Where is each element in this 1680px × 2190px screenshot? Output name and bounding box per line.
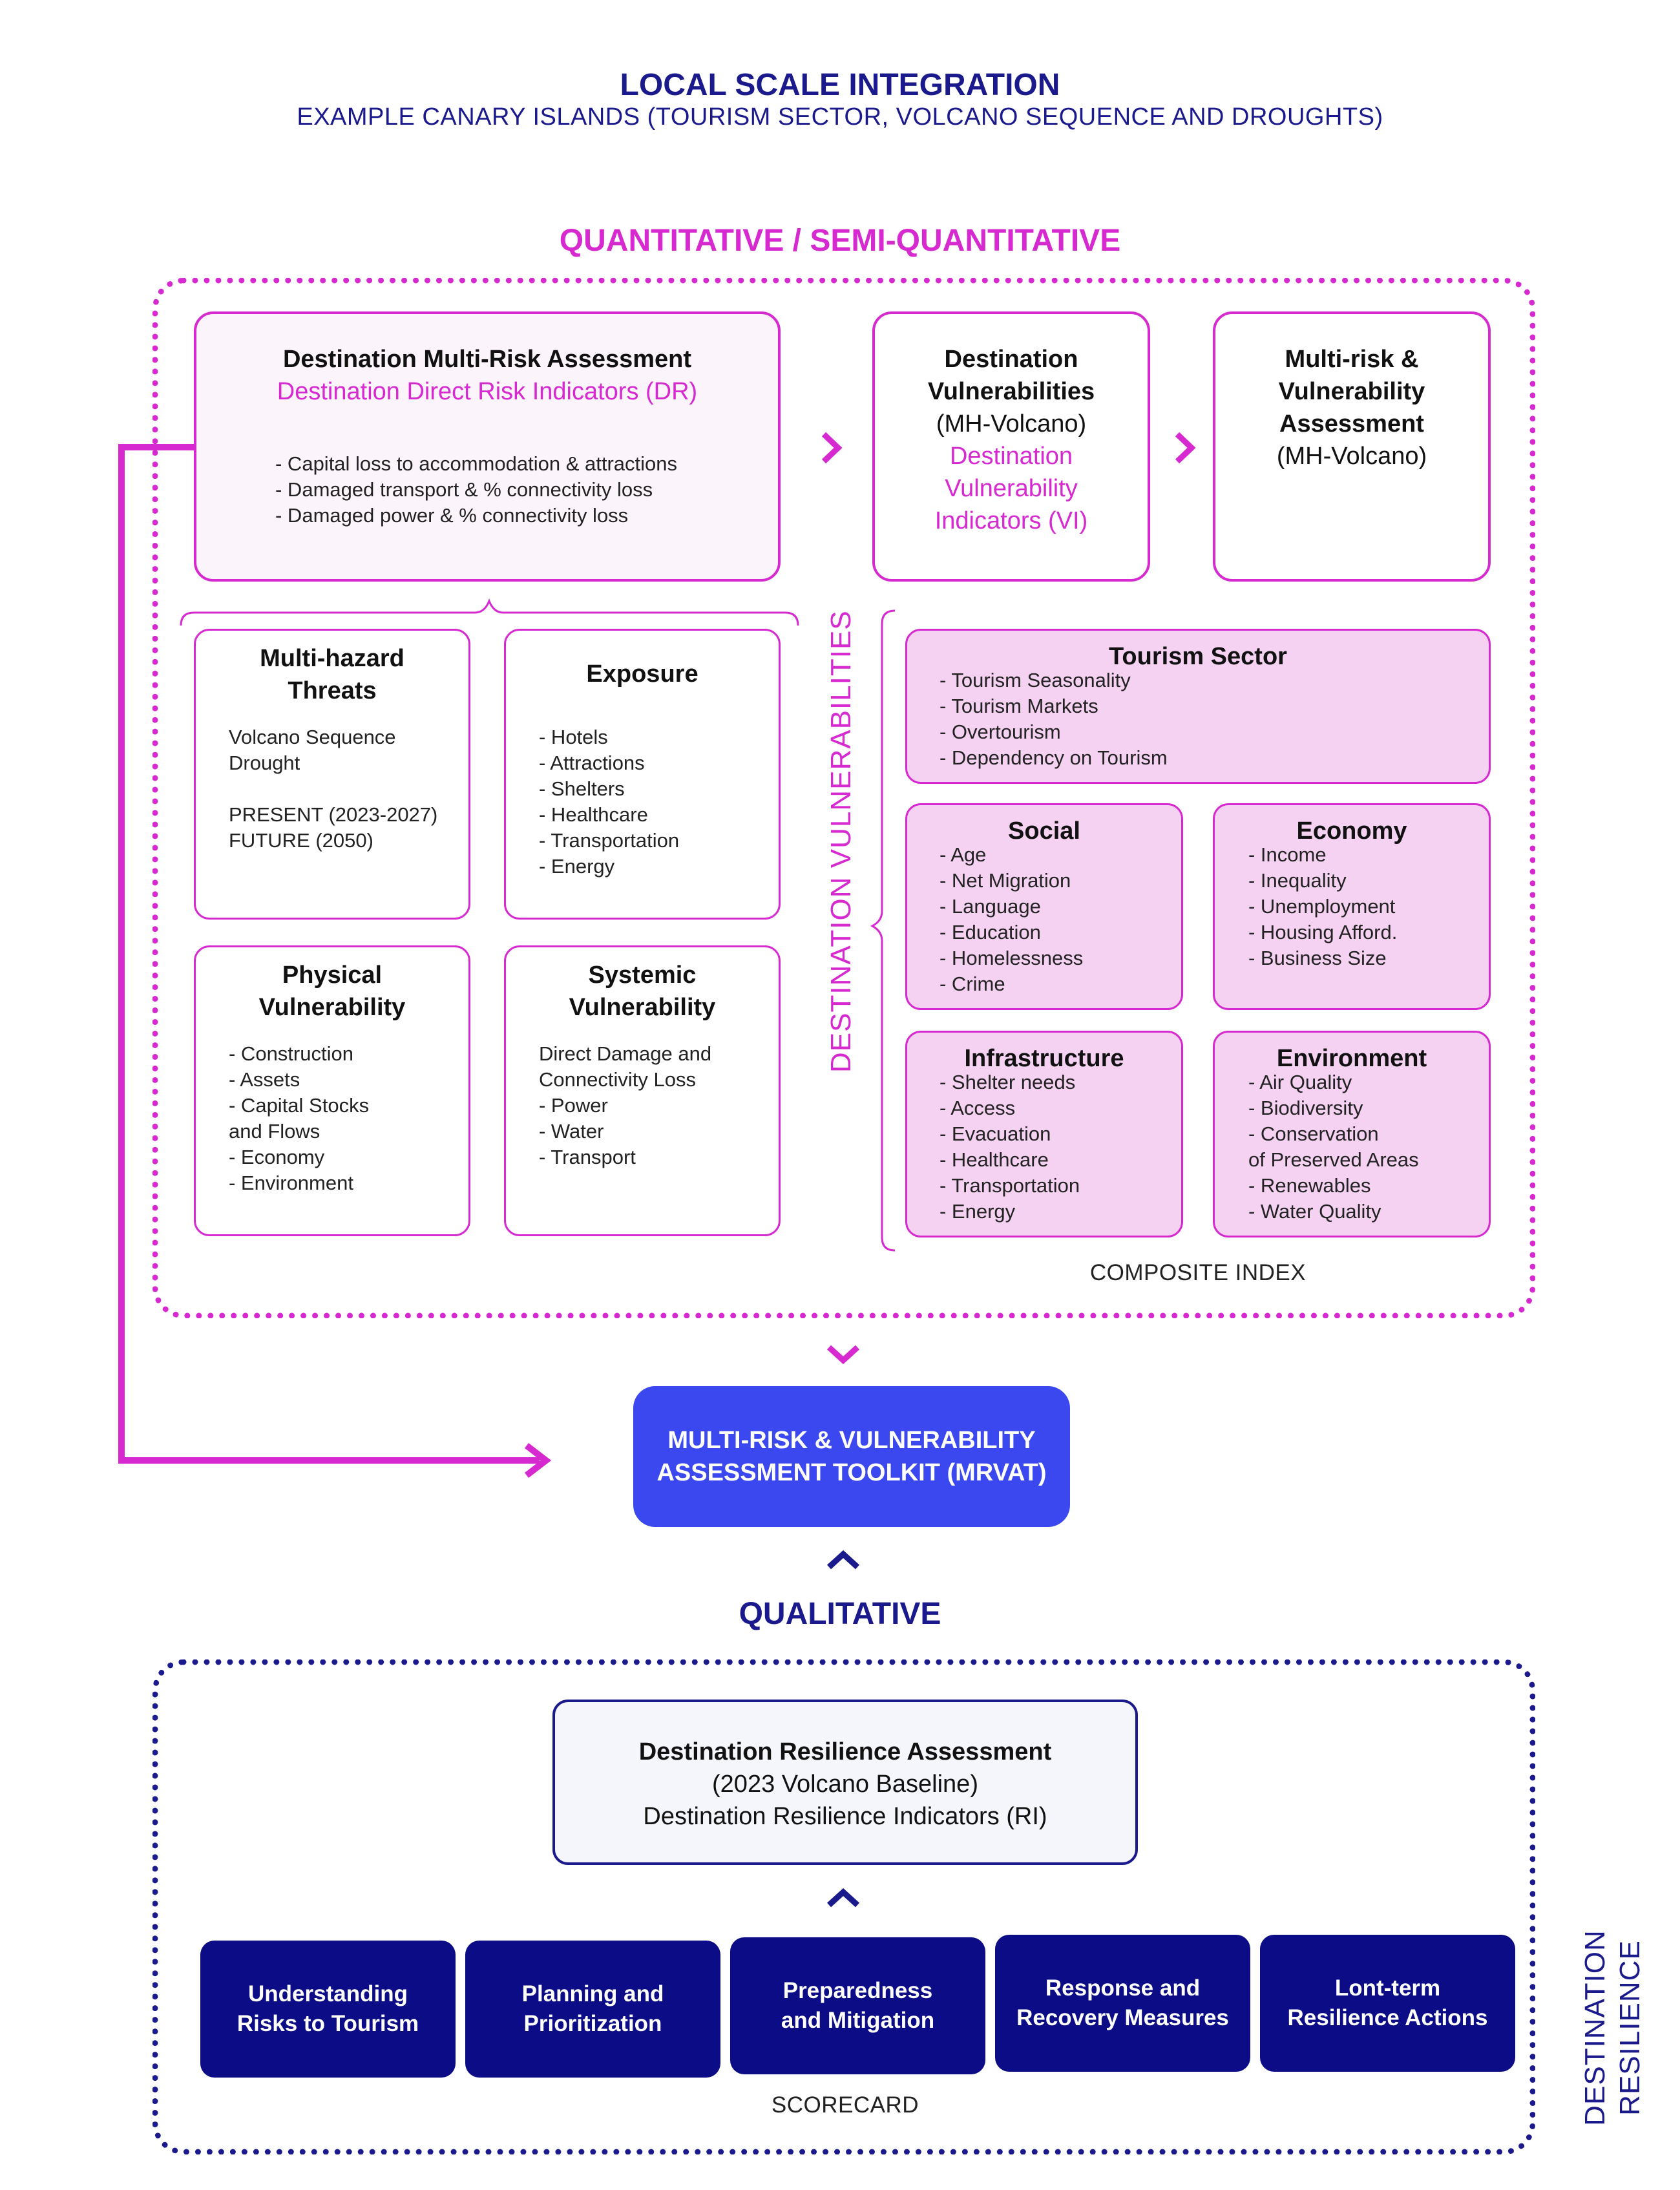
destination-vulnerabilities-box: Destination Vulnerabilities (MH-Volcano)… — [872, 311, 1150, 582]
physical-title-1: Physical — [282, 962, 383, 989]
destination-resilience-label: DESTINATION RESILIENCE — [1578, 1899, 1649, 2157]
social-items: - Age - Net Migration - Language - Educa… — [940, 843, 1084, 995]
chevron-down-icon — [826, 1345, 860, 1365]
dv-line5: Vulnerability — [945, 475, 1078, 502]
exposure-items: - Hotels - Attractions - Shelters - Heal… — [539, 726, 680, 878]
left-connector-line — [118, 444, 540, 1464]
tourism-items: - Tourism Seasonality - Tourism Markets … — [940, 669, 1168, 769]
social-box: Social - Age - Net Migration - Language … — [905, 803, 1183, 1010]
scorecard-item-line1: Planning and — [521, 1981, 664, 2006]
exposure-title: Exposure — [586, 660, 698, 688]
left-connector-arrowhead — [524, 1443, 552, 1478]
qualitative-container — [152, 1659, 1535, 2154]
scorecard-item-line2: Resilience Actions — [1287, 2005, 1488, 2030]
chevron-right-icon — [821, 432, 843, 464]
quantitative-label: QUANTITATIVE / SEMI-QUANTITATIVE — [559, 224, 1121, 258]
composite-index-label: COMPOSITE INDEX — [1089, 1260, 1307, 1285]
economy-items: - Income - Inequality - Unemployment - H… — [1248, 843, 1398, 969]
chevron-right-icon — [1175, 432, 1196, 464]
qualitative-label: QUALITATIVE — [739, 1597, 941, 1631]
mrva-line2: Vulnerability — [1278, 378, 1425, 405]
destination-vulnerabilities-label: DESTINATION VULNERABILITIES — [825, 610, 857, 1073]
toolkit-line1: MULTI-RISK & VULNERABILITY — [667, 1427, 1036, 1454]
resilience-indicators: Destination Resilience Indicators (RI) — [643, 1803, 1047, 1830]
destination-resilience-line1: DESTINATION — [1579, 1930, 1611, 2126]
scorecard-item-line1: Response and — [1045, 1975, 1201, 2001]
threats-title-2: Threats — [288, 677, 377, 704]
quantitative-container — [152, 278, 1535, 1318]
dv-line6: Indicators (VI) — [934, 507, 1088, 534]
scorecard-item-line1: Understanding — [248, 1981, 408, 2006]
vertical-brace — [870, 609, 896, 1252]
dmra-subtitle: Destination Direct Risk Indicators (DR) — [277, 378, 698, 405]
infrastructure-box: Infrastructure - Shelter needs - Access … — [905, 1031, 1183, 1237]
dv-line3: (MH-Volcano) — [936, 410, 1087, 437]
scorecard-item-line2: Prioritization — [523, 2011, 662, 2036]
systemic-items: Direct Damage and Connectivity Loss - Po… — [539, 1042, 712, 1168]
mrvat-toolkit[interactable]: MULTI-RISK & VULNERABILITY ASSESSMENT TO… — [633, 1386, 1070, 1527]
systemic-title-2: Vulnerability — [569, 994, 716, 1021]
resilience-title: Destination Resilience Assessment — [638, 1738, 1052, 1765]
page-title: LOCAL SCALE INTEGRATION — [620, 68, 1060, 102]
physical-items: - Construction - Assets - Capital Stocks… — [229, 1042, 370, 1194]
scorecard-item-line1: Preparedness — [782, 1978, 933, 2003]
tourism-sector-box: Tourism Sector - Tourism Seasonality - T… — [905, 629, 1491, 784]
mrva-line1: Multi-risk & — [1285, 346, 1419, 373]
infrastructure-items: - Shelter needs - Access - Evacuation - … — [940, 1071, 1080, 1223]
toolkit-line2: ASSESSMENT TOOLKIT (MRVAT) — [656, 1459, 1047, 1486]
scorecard-label: SCORECARD — [771, 2092, 919, 2118]
infrastructure-title: Infrastructure — [964, 1045, 1124, 1072]
mrva-box: Multi-risk & Vulnerability Assessment (M… — [1213, 311, 1491, 582]
physical-vulnerability-box: Physical Vulnerability - Construction - … — [194, 945, 470, 1236]
tourism-title: Tourism Sector — [1109, 643, 1287, 670]
resilience-baseline: (2023 Volcano Baseline) — [712, 1771, 978, 1798]
scorecard-item-line1: Lont-term — [1334, 1975, 1441, 2001]
dmra-title: Destination Multi-Risk Assessment — [282, 346, 692, 373]
page-subtitle: EXAMPLE CANARY ISLANDS (TOURISM SECTOR, … — [297, 103, 1383, 131]
destination-resilience-line2: RESILIENCE — [1614, 1940, 1646, 2116]
dv-line1: Destination — [944, 346, 1078, 373]
chevron-up-icon — [826, 1888, 860, 1908]
scorecard-item-line2: and Mitigation — [781, 2008, 935, 2033]
social-title: Social — [1008, 817, 1080, 845]
dv-line4: Destination — [949, 443, 1073, 470]
scorecard-item-line2: Risks to Tourism — [236, 2011, 419, 2036]
threats-title-1: Multi-hazard — [260, 645, 404, 672]
environment-title: Environment — [1276, 1045, 1427, 1072]
resilience-assessment-box: Destination Resilience Assessment (2023 … — [552, 1700, 1138, 1865]
chevron-up-icon — [826, 1550, 860, 1570]
exposure-box: Exposure - Hotels - Attractions - Shelte… — [504, 629, 781, 920]
economy-box: Economy - Income - Inequality - Unemploy… — [1213, 803, 1491, 1010]
mrva-line3: Assessment — [1279, 410, 1424, 437]
physical-title-2: Vulnerability — [258, 994, 406, 1021]
horizontal-brace — [180, 598, 799, 626]
threats-items: Volcano Sequence Drought PRESENT (2023-2… — [229, 726, 438, 852]
environment-box: Environment - Air Quality - Biodiversity… — [1213, 1031, 1491, 1237]
economy-title: Economy — [1296, 817, 1407, 845]
scorecard-preparedness-mitigation: Preparedness and Mitigation — [730, 1937, 985, 2074]
systemic-vulnerability-box: Systemic Vulnerability Direct Damage and… — [504, 945, 781, 1236]
mrva-line4: (MH-Volcano) — [1276, 443, 1427, 470]
environment-items: - Air Quality - Biodiversity - Conservat… — [1248, 1071, 1419, 1223]
dmra-box: Destination Multi-Risk Assessment Destin… — [194, 311, 781, 582]
dmra-items: - Capital loss to accommodation & attrac… — [275, 452, 677, 527]
systemic-title-1: Systemic — [588, 962, 697, 989]
dv-line2: Vulnerabilities — [927, 378, 1095, 405]
scorecard-item-line2: Recovery Measures — [1016, 2005, 1229, 2030]
threats-box: Multi-hazard Threats Volcano Sequence Dr… — [194, 629, 470, 920]
